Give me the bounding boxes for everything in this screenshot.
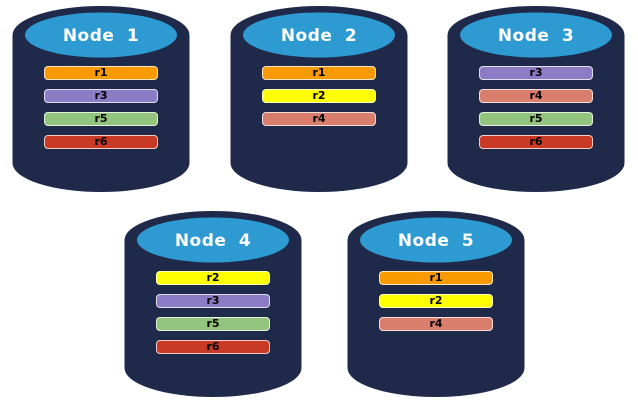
database-cylinder-icon bbox=[347, 211, 525, 397]
replica-bar: r6 bbox=[156, 340, 270, 354]
replica-bar: r5 bbox=[156, 317, 270, 331]
replica-bar: r5 bbox=[479, 112, 593, 126]
node-title: Node 4 bbox=[174, 231, 252, 251]
replica-bar: r1 bbox=[262, 66, 376, 80]
replica-bar: r4 bbox=[479, 89, 593, 103]
node-4: Node 4 r2 r3 r5 r6 bbox=[124, 210, 302, 398]
replica-bar: r3 bbox=[156, 294, 270, 308]
replica-bar: r1 bbox=[44, 66, 158, 80]
replica-list: r3 r4 r5 r6 bbox=[479, 66, 593, 158]
replica-bar: r2 bbox=[379, 294, 493, 308]
node-title: Node 5 bbox=[397, 231, 475, 251]
replica-bar: r5 bbox=[44, 112, 158, 126]
node-title: Node 2 bbox=[280, 26, 358, 46]
node-1: Node 1 r1 r3 r5 r6 bbox=[12, 5, 190, 193]
replica-bar: r6 bbox=[44, 135, 158, 149]
replica-list: r1 r2 r4 bbox=[379, 271, 493, 340]
node-5: Node 5 r1 r2 r4 bbox=[347, 210, 525, 398]
replica-list: r1 r3 r5 r6 bbox=[44, 66, 158, 158]
replica-bar: r3 bbox=[44, 89, 158, 103]
node-2: Node 2 r1 r2 r4 bbox=[230, 5, 408, 193]
node-title: Node 3 bbox=[497, 26, 575, 46]
node-3: Node 3 r3 r4 r5 r6 bbox=[447, 5, 625, 193]
replica-bar: r4 bbox=[262, 112, 376, 126]
replica-list: r2 r3 r5 r6 bbox=[156, 271, 270, 363]
replica-bar: r6 bbox=[479, 135, 593, 149]
replica-bar: r1 bbox=[379, 271, 493, 285]
replica-bar: r4 bbox=[379, 317, 493, 331]
replica-list: r1 r2 r4 bbox=[262, 66, 376, 135]
replica-bar: r3 bbox=[479, 66, 593, 80]
node-title: Node 1 bbox=[62, 26, 140, 46]
replica-bar: r2 bbox=[156, 271, 270, 285]
replica-bar: r2 bbox=[262, 89, 376, 103]
